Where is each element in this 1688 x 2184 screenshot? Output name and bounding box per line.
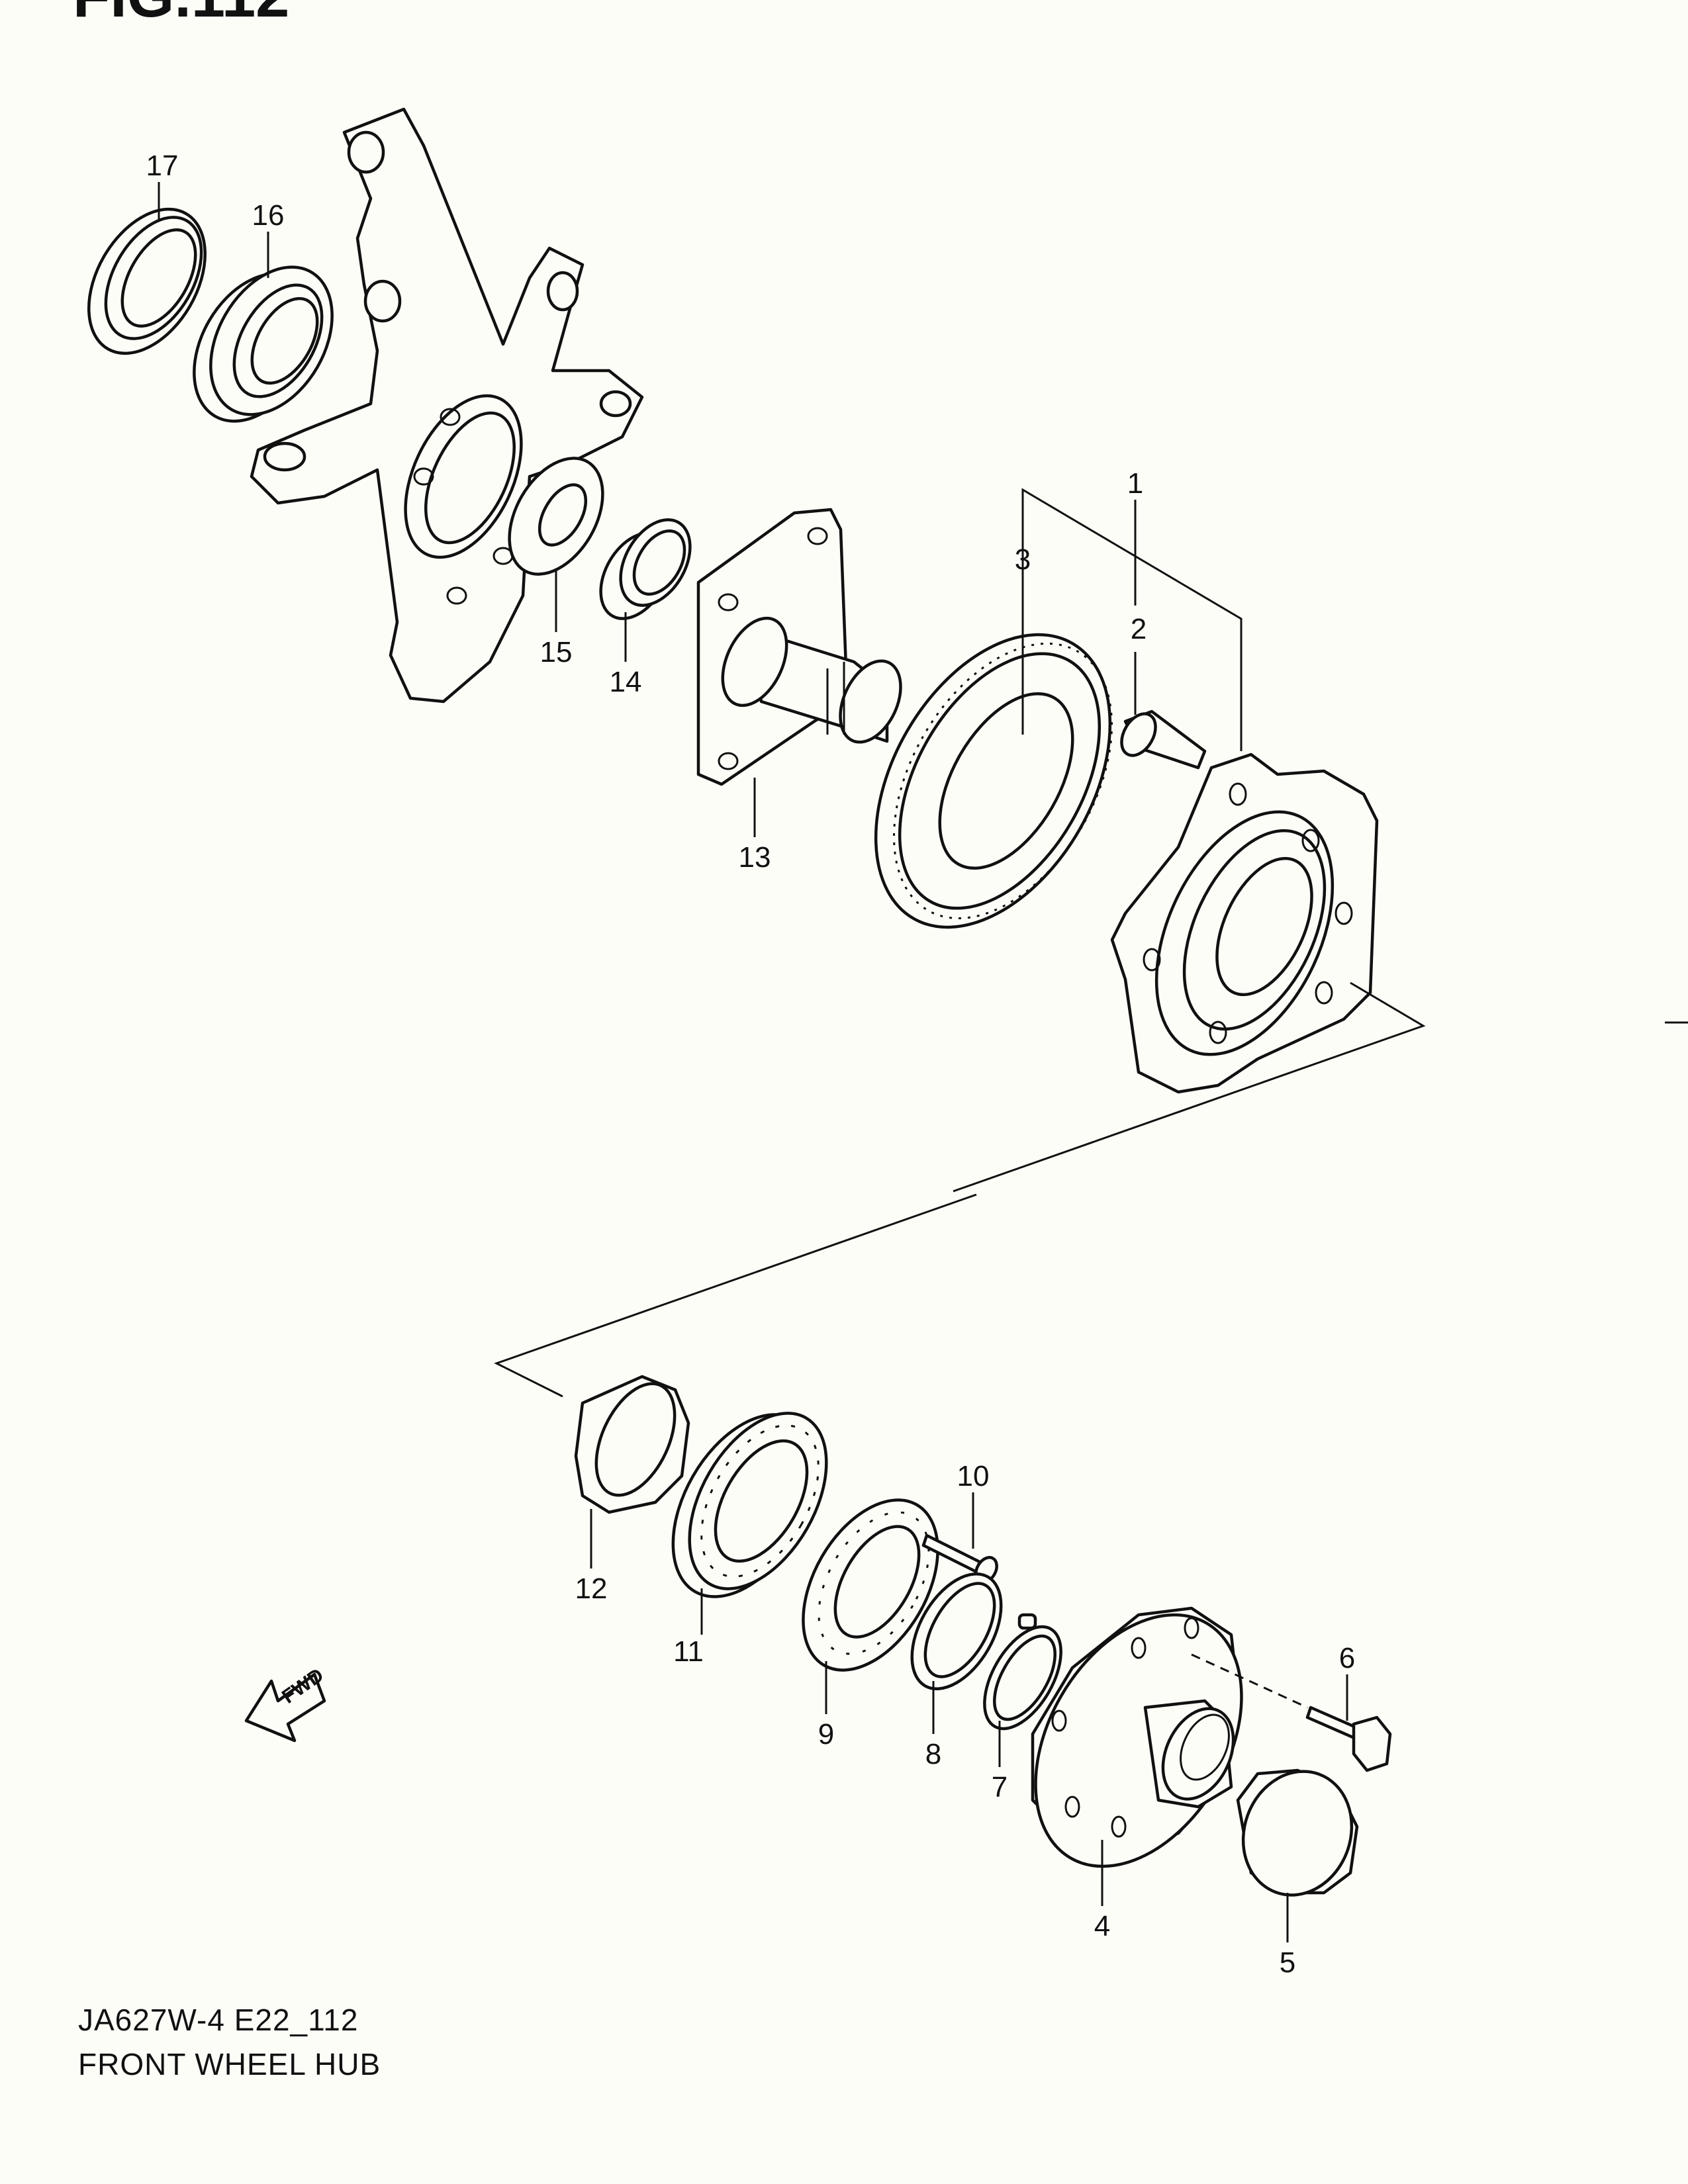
callout-14: 14 — [610, 666, 642, 698]
callout-5: 5 — [1280, 1946, 1295, 1979]
callout-3: 3 — [1015, 543, 1031, 576]
callout-7: 7 — [992, 1771, 1008, 1803]
drawing-name: FRONT WHEEL HUB — [78, 2047, 381, 2081]
callout-1: 1 — [1127, 467, 1143, 500]
drawing-code: JA627W-4 E22_112 — [78, 2003, 359, 2037]
bearing-drawing — [193, 265, 334, 423]
sensor-ring-drawing — [874, 633, 1113, 929]
oil-seal-drawing — [87, 207, 207, 355]
snap-ring-drawing — [983, 1613, 1062, 1731]
hub-cap-drawing — [1236, 1768, 1359, 1897]
callout-4: 4 — [1094, 1910, 1110, 1942]
callout-16: 16 — [252, 199, 285, 232]
callout-17: 17 — [146, 150, 179, 182]
hub-cap-bolt-drawing — [1305, 1706, 1392, 1772]
callout-13: 13 — [739, 841, 771, 874]
hub-flange-drawing — [1110, 752, 1379, 1094]
forward-arrow-icon: FWD — [244, 1664, 328, 1743]
callout-15: 15 — [540, 636, 573, 668]
locking-hub-drawing — [1031, 1606, 1243, 1868]
callout-11: 11 — [673, 1635, 704, 1668]
taper-bearing-drawing — [671, 1412, 828, 1598]
callout-12: 12 — [575, 1572, 608, 1605]
callout-9: 9 — [818, 1718, 834, 1751]
hub-bolt-drawing — [1120, 709, 1207, 770]
dust-seal-drawing — [508, 457, 604, 576]
needle-bearing-drawing — [599, 518, 692, 620]
figure-title: FIG.112 — [73, 0, 289, 31]
callout-6: 6 — [1339, 1642, 1355, 1674]
lock-plate-drawing — [802, 1498, 939, 1672]
spindle-drawing — [696, 508, 902, 786]
knuckle-drawing — [250, 107, 644, 704]
o-ring-drawing — [910, 1572, 1003, 1690]
callout-10: 10 — [957, 1460, 990, 1492]
callout-labels: 1 2 3 4 5 6 7 8 9 10 11 12 13 14 15 16 1… — [146, 150, 1356, 1979]
leader-lines — [158, 182, 1348, 1942]
callout-2: 2 — [1131, 613, 1147, 645]
callout-8: 8 — [925, 1738, 941, 1770]
thrust-washer-drawing — [574, 1375, 690, 1514]
